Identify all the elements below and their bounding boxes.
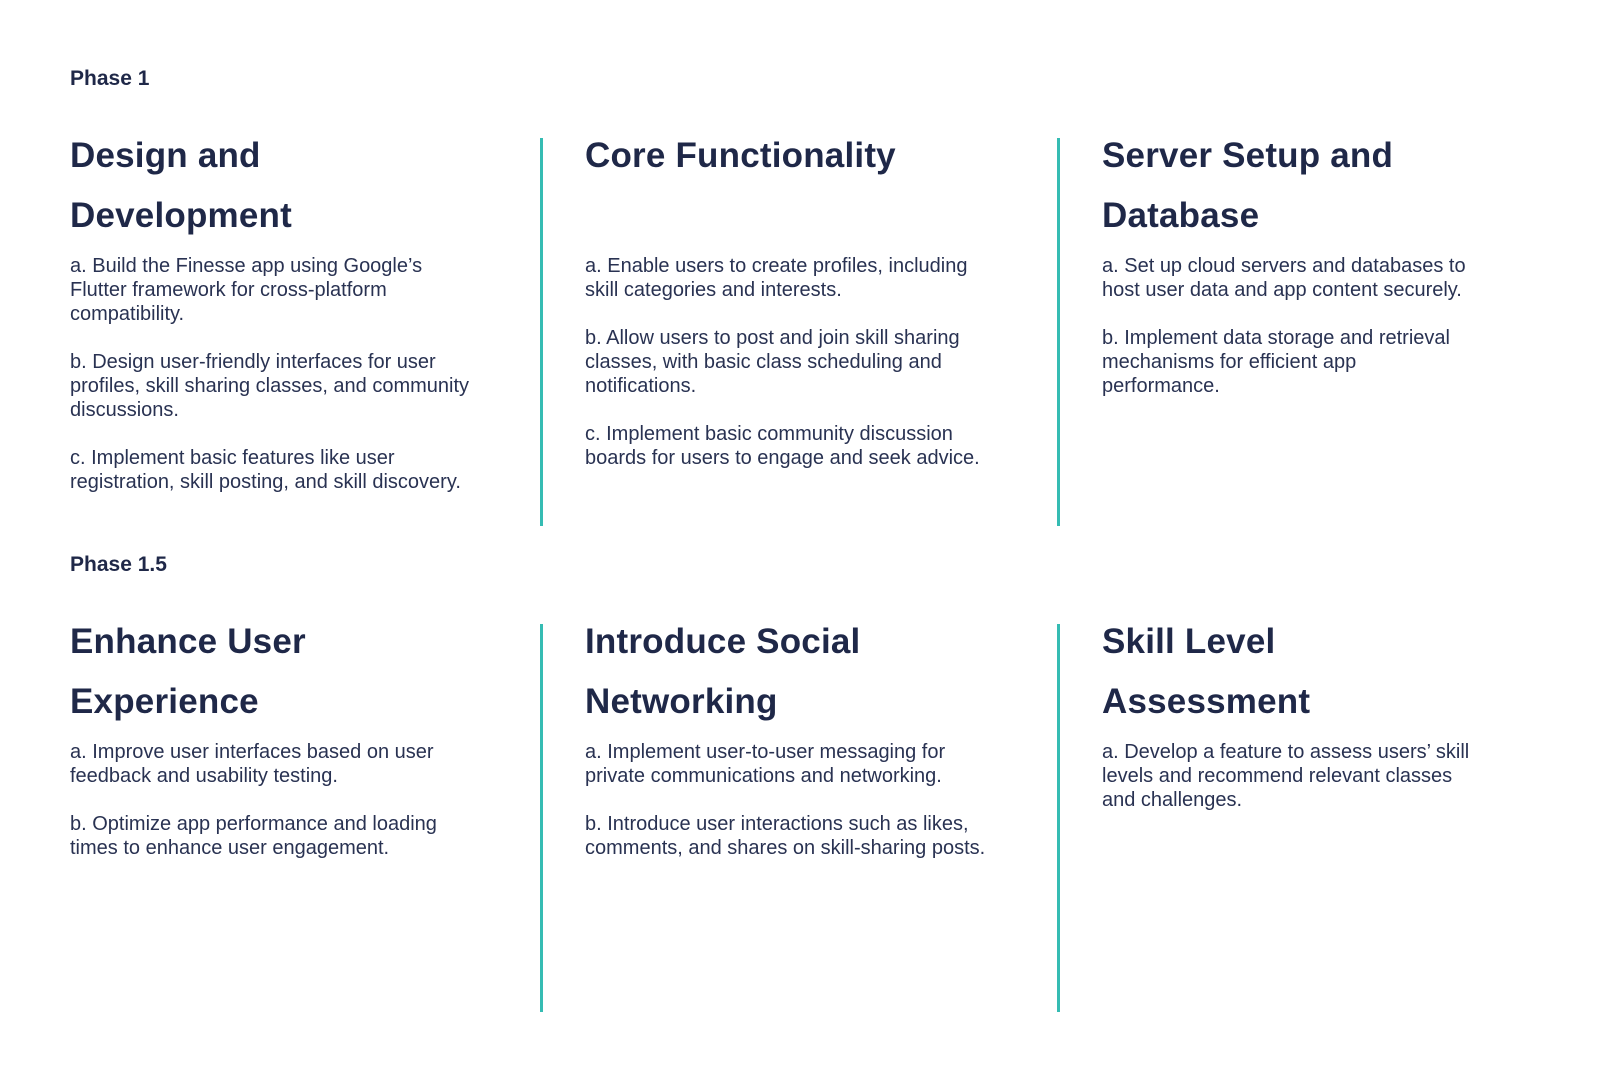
column-title: Enhance User Experience bbox=[70, 622, 306, 721]
task-item: b. Implement data storage and retrieval … bbox=[1102, 327, 1450, 397]
task-item: b. Design user-friendly interfaces for u… bbox=[70, 351, 470, 421]
column-skill-level-assessment: Skill Level Assessment a. Develop a feat… bbox=[1057, 622, 1510, 1012]
column-title: Core Functionality bbox=[585, 136, 896, 175]
task-item: a. Implement user-to-user messaging for … bbox=[585, 741, 946, 787]
task-item: a. Enable users to create profiles, incl… bbox=[585, 255, 968, 301]
column-introduce-social-networking: Introduce Social Networking a. Implement… bbox=[540, 622, 1057, 1012]
task-item: b. Optimize app performance and loading … bbox=[70, 813, 437, 859]
column-server-setup-and-database: Server Setup and Database a. Set up clou… bbox=[1057, 136, 1510, 526]
column-title: Introduce Social Networking bbox=[585, 622, 861, 721]
column-title: Server Setup and Database bbox=[1102, 136, 1394, 235]
column-enhance-user-experience: Enhance User Experience a. Improve user … bbox=[70, 622, 540, 1012]
phase-1-5-columns: Enhance User Experience a. Improve user … bbox=[70, 622, 1510, 1012]
phase-1-5-label: Phase 1.5 bbox=[70, 553, 167, 576]
task-item: a. Develop a feature to assess users’ sk… bbox=[1102, 741, 1470, 811]
task-item: a. Build the Finesse app using Google’s … bbox=[70, 255, 423, 325]
task-item: a. Set up cloud servers and databases to… bbox=[1102, 255, 1466, 301]
task-item: c. Implement basic community discussion … bbox=[585, 423, 980, 469]
column-design-and-development: Design and Development a. Build the Fine… bbox=[70, 136, 540, 526]
phase-1-label: Phase 1 bbox=[70, 67, 150, 90]
column-title: Design and Development bbox=[70, 136, 292, 235]
phase-1-columns: Design and Development a. Build the Fine… bbox=[70, 136, 1510, 526]
task-item: c. Implement basic features like user re… bbox=[70, 447, 461, 493]
task-item: a. Improve user interfaces based on user… bbox=[70, 741, 434, 787]
task-item: b. Introduce user interactions such as l… bbox=[585, 813, 986, 859]
phase-1-5-section: Phase 1.5 Enhance User Experience a. Imp… bbox=[70, 552, 1510, 1012]
column-title: Skill Level Assessment bbox=[1102, 622, 1311, 721]
column-core-functionality: Core Functionality a. Enable users to cr… bbox=[540, 136, 1057, 526]
task-item: b. Allow users to post and join skill sh… bbox=[585, 327, 960, 397]
phase-1-section: Phase 1 Design and Development a. Build … bbox=[70, 66, 1510, 526]
